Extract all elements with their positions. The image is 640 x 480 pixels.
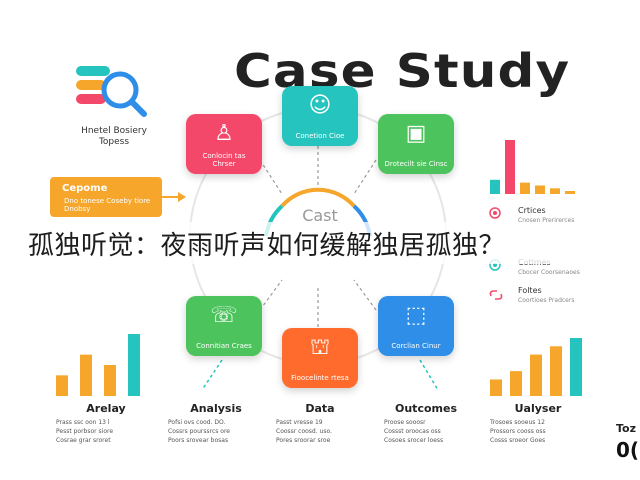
bullet: Pesst porbsor siore: [56, 428, 114, 435]
tile-top-right[interactable]: ▣ Drotecilt sie Cinsc: [378, 114, 454, 174]
right-item-3-title: Foltes: [518, 286, 542, 295]
tile-top[interactable]: ☺ Conetion Cioe: [282, 86, 358, 146]
tile-bottom[interactable]: ⛫ Fioocelinte rtesa: [282, 328, 358, 388]
bullet: Passt vresse 19: [276, 419, 323, 426]
bar: [550, 188, 560, 194]
tile-bottom-left[interactable]: ☏ Connitian Craes: [186, 296, 262, 356]
right-item-3-sub: Coortioes Pradcers: [518, 297, 575, 304]
bullets-1: Prass ssc oon 13 l Pesst porbsor siore C…: [56, 418, 166, 445]
bar: [56, 375, 68, 396]
corner-text-2: 0(: [616, 438, 640, 462]
logo: [72, 64, 156, 120]
bullet: Cosrae grar sroret: [56, 437, 111, 444]
bullet: Trosoes sooeus 12: [490, 419, 545, 426]
phone-icon: ☏: [210, 303, 238, 328]
magnifier-icon: [101, 71, 147, 117]
tile-bottom-right[interactable]: ⬚ Corclian Cinur: [378, 296, 454, 356]
bullet: Poors srovear bosas: [168, 437, 229, 444]
bar: [80, 354, 92, 396]
callout-title: Cepome: [62, 183, 108, 194]
headline-text: 孤独听觉：夜雨听声如何缓解独居孤独？: [28, 231, 506, 261]
center-label: Cast: [302, 206, 338, 225]
tile-top-left-label: Conlocin tas Chrser: [202, 152, 246, 168]
bar: [104, 365, 116, 396]
target-icon: [489, 207, 501, 219]
link-icon: [489, 290, 503, 300]
bullets-4: Proose sooosr Cossst oroocas oss Cosoes …: [384, 418, 494, 445]
bullets-2: Pofsi ovs cood. DO. Cossrs pourssrcs ore…: [168, 418, 278, 445]
bullet: Cossst oroocas oss: [384, 428, 441, 435]
bullet: Coossr coosd. uso.: [276, 428, 332, 435]
callout-text: Dno tonese Coseby tiore Dnobsy: [64, 197, 151, 213]
tile-bottom-left-label: Connitian Craes: [196, 342, 252, 350]
bullet: Prass ssc oon 13 l: [56, 419, 110, 426]
person-icon: ♙: [214, 121, 234, 146]
package-icon: ▣: [405, 121, 427, 146]
right-item-2-sub: Cbocer Coorsenaoes: [518, 269, 580, 276]
right-item-1-sub: Cnosen Prerirerces: [518, 217, 575, 224]
bar: [530, 354, 542, 396]
tile-top-label: Conetion Cioe: [295, 132, 345, 140]
callout-box: Cepome Dno tonese Coseby tiore Dnobsy: [50, 177, 162, 217]
tile-bottom-label: Fioocelinte rtesa: [291, 374, 349, 382]
category-label-3: Data: [305, 402, 335, 415]
category-label-1: Arelay: [86, 402, 126, 415]
bullets-3: Passt vresse 19 Coossr coosd. uso. Pores…: [276, 418, 386, 445]
tile-top-right-label: Drotecilt sie Cinsc: [384, 160, 448, 168]
bullet: Prossors cooss oss: [490, 428, 546, 435]
bar: [128, 334, 140, 396]
bullet: Pores sroorar sroe: [276, 437, 331, 444]
bullet: Cossrs pourssrcs ore: [168, 428, 230, 435]
top-right-bar-chart: [490, 140, 575, 194]
right-item-1-title: Crtices: [518, 206, 546, 215]
category-label-5: Ualyser: [514, 402, 562, 415]
bullet: Cosss sroeor Goes: [490, 437, 546, 444]
logo-caption: Hnetel Bosiery Topess: [54, 126, 174, 148]
bullets-5: Trosoes sooeus 12 Prossors cooss oss Cos…: [490, 418, 600, 445]
tile-top-left[interactable]: ♙ Conlocin tas Chrser: [186, 114, 262, 174]
bottom-left-bar-chart: [56, 334, 140, 396]
logo-caption-line-1: Hnetel Bosiery: [81, 126, 147, 136]
category-label-2: Analysis: [190, 402, 242, 415]
bullet: Pofsi ovs cood. DO.: [168, 419, 226, 426]
bar: [570, 338, 582, 396]
bar: [510, 371, 522, 396]
tile-bottom-right-label: Corclian Cinur: [391, 342, 441, 350]
bullet: Cosoes srocer loess: [384, 437, 444, 444]
bullet: Proose sooosr: [384, 419, 426, 426]
bar: [520, 182, 530, 194]
corner-text-1: Toz: [616, 422, 637, 435]
bar: [505, 140, 515, 194]
bar: [490, 179, 500, 194]
bar: [490, 379, 502, 396]
head-profile-icon: ☺: [308, 93, 332, 118]
bottom-right-bar-chart: [490, 338, 582, 396]
bar: [550, 346, 562, 396]
bar: [565, 191, 575, 194]
logo-caption-line-2: Topess: [98, 137, 130, 147]
category-label-4: Outcomes: [395, 402, 457, 415]
headline-overlay: [22, 222, 602, 264]
bag-icon: ⛫: [309, 335, 331, 360]
box-3d-icon: ⬚: [405, 303, 427, 328]
bar: [535, 185, 545, 194]
